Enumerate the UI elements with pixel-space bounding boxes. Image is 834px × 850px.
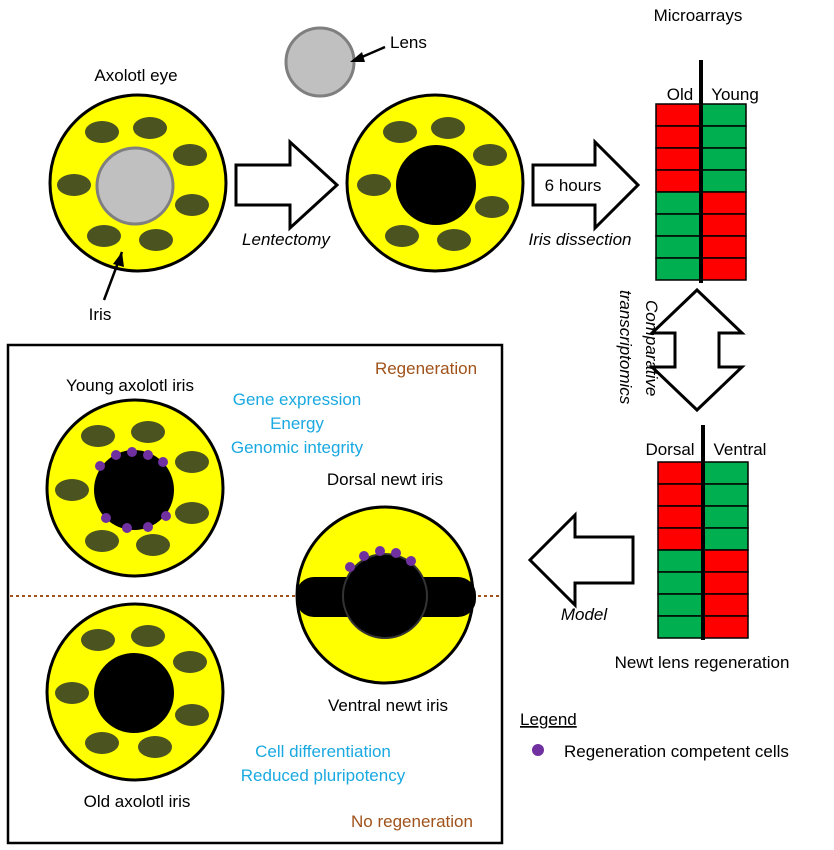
microarray-top-right-cell-1 bbox=[700, 103, 747, 127]
iris-spots-3 bbox=[55, 421, 209, 556]
young-axolotl-iris bbox=[45, 398, 225, 578]
eye-lens bbox=[95, 146, 175, 226]
microarray-bottom-right-cell-8 bbox=[702, 615, 749, 639]
microarrays-label: Microarrays bbox=[654, 6, 743, 25]
model-arrow bbox=[527, 511, 635, 609]
microarray-bottom-left-cell-5 bbox=[657, 549, 704, 573]
six-hours-label: 6 hours bbox=[545, 176, 602, 195]
old-axolotl-iris bbox=[45, 602, 225, 782]
removed-lens bbox=[284, 26, 356, 98]
microarray-bottom-right-cell-7 bbox=[702, 593, 749, 617]
microarray-bottom-left-cell-8 bbox=[657, 615, 704, 639]
comparison-box bbox=[6, 343, 504, 845]
old-axolotl-iris-label: Old axolotl iris bbox=[84, 792, 191, 811]
lentectomy-arrow bbox=[234, 138, 340, 232]
axolotl-eye-label: Axolotl eye bbox=[94, 66, 177, 85]
eye-after-lentectomy bbox=[345, 93, 525, 273]
microarray-bottom-left-cell-2 bbox=[657, 483, 704, 507]
iris-spots-4 bbox=[55, 625, 209, 758]
old-label: Old bbox=[667, 85, 693, 104]
microarray-top-right-cell-5 bbox=[700, 191, 747, 215]
pupil bbox=[94, 450, 174, 530]
microarray-top-left-cell-8 bbox=[655, 257, 702, 281]
genomic-integrity-label: Genomic integrity bbox=[231, 438, 364, 457]
energy-label: Energy bbox=[270, 414, 324, 433]
microarray-top-right-cell-6 bbox=[700, 213, 747, 237]
microarray-top-left-cell-6 bbox=[655, 213, 702, 237]
lens-label: Lens bbox=[390, 33, 427, 52]
microarray-top-left-cell-4 bbox=[655, 169, 702, 193]
microarray-top-right-cell-4 bbox=[700, 169, 747, 193]
legend-title: Legend bbox=[520, 710, 577, 729]
comparative-label-2: transcriptomics bbox=[616, 290, 635, 405]
dorsal-newt-iris-label: Dorsal newt iris bbox=[327, 470, 443, 489]
ventral-newt-iris-label: Ventral newt iris bbox=[328, 696, 448, 715]
six-hours-arrow bbox=[531, 138, 641, 232]
microarray-dorsal-ventral bbox=[657, 461, 749, 639]
reduced-pluripotency-label: Reduced pluripotency bbox=[241, 766, 406, 785]
microarray-top-left-cell-3 bbox=[655, 147, 702, 171]
microarray-bottom-right-cell-6 bbox=[702, 571, 749, 595]
young-label: Young bbox=[711, 85, 759, 104]
young-axolotl-iris-label: Young axolotl iris bbox=[66, 376, 194, 395]
microarray-bottom-left-cell-3 bbox=[657, 505, 704, 529]
iris-dissection-label: Iris dissection bbox=[529, 230, 632, 249]
microarray-bottom-right-cell-4 bbox=[702, 527, 749, 551]
ventral-label: Ventral bbox=[714, 440, 767, 459]
iris-spots-2 bbox=[357, 117, 509, 251]
microarray-top-right-cell-7 bbox=[700, 235, 747, 259]
cell-differentiation-label: Cell differentiation bbox=[255, 742, 391, 761]
lentectomy-label: Lentectomy bbox=[242, 230, 331, 249]
microarray-bottom-left-cell-1 bbox=[657, 461, 704, 485]
microarray-top-left-cell-1 bbox=[655, 103, 702, 127]
microarray-bottom-right-cell-3 bbox=[702, 505, 749, 529]
microarray-top-right-cell-8 bbox=[700, 257, 747, 281]
microarray-bottom-right-cell-2 bbox=[702, 483, 749, 507]
pupil bbox=[342, 553, 428, 639]
microarray-old-young bbox=[655, 103, 747, 281]
microarray-bottom-right-cell-1 bbox=[702, 461, 749, 485]
microarray-top-left-cell-2 bbox=[655, 125, 702, 149]
no-regeneration-label: No regeneration bbox=[351, 812, 473, 831]
comparative-double-arrow bbox=[648, 287, 746, 413]
legend-item-label: Regeneration competent cells bbox=[564, 742, 789, 761]
regeneration-cell-legend-icon bbox=[532, 744, 544, 756]
microarray-bottom-left-cell-7 bbox=[657, 593, 704, 617]
microarray-bottom-left-cell-4 bbox=[657, 527, 704, 551]
comparative-label-1: Comparative bbox=[642, 300, 661, 396]
microarray-bottom-right-cell-5 bbox=[702, 549, 749, 573]
regeneration-label: Regeneration bbox=[375, 359, 477, 378]
iris-spots bbox=[57, 117, 209, 251]
microarray-top-left-cell-5 bbox=[655, 191, 702, 215]
regeneration-cells bbox=[95, 447, 171, 533]
axolotl-eye bbox=[48, 93, 228, 273]
regeneration-cells bbox=[345, 546, 416, 572]
newt-lens-regeneration-label: Newt lens regeneration bbox=[615, 653, 790, 672]
newt-iris bbox=[295, 505, 476, 685]
model-label: Model bbox=[561, 605, 609, 624]
microarray-bottom-left-cell-6 bbox=[657, 571, 704, 595]
microarray-top-right-cell-3 bbox=[700, 147, 747, 171]
microarray-top-right-cell-2 bbox=[700, 125, 747, 149]
dorsal-label: Dorsal bbox=[645, 440, 694, 459]
gene-expression-label: Gene expression bbox=[233, 390, 362, 409]
pupil bbox=[94, 653, 174, 733]
pupil bbox=[396, 145, 476, 225]
iris-label: Iris bbox=[89, 305, 112, 324]
microarray-top-left-cell-7 bbox=[655, 235, 702, 259]
